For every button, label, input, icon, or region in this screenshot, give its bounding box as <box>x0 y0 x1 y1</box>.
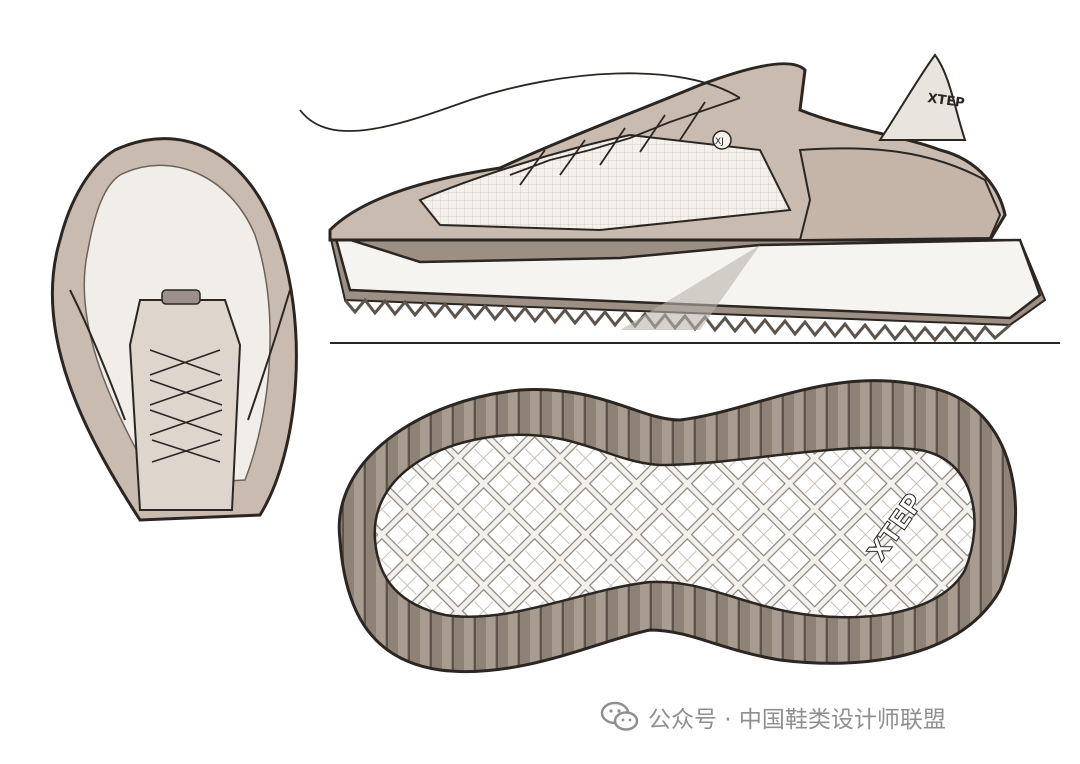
outsole-inner <box>373 433 976 619</box>
top-view-tongue <box>128 299 242 511</box>
shoe-top-view <box>50 137 298 522</box>
side-view-quarter-panel <box>798 147 1002 242</box>
side-view-midsole-wedge <box>620 245 760 330</box>
top-view-side-panel-left <box>69 289 126 421</box>
top-view-tongue-tab <box>161 289 201 305</box>
top-view-laces <box>149 349 223 463</box>
shoe-side-view: XTEP XJ <box>299 53 1060 344</box>
side-view-heel-tab <box>878 53 967 141</box>
shoe-outsole-view: XTEP <box>337 379 1017 674</box>
watermark-text: 公众号 · 中国鞋类设计师联盟 <box>648 707 946 733</box>
side-view-laces <box>299 72 741 186</box>
side-view-xtep-logo: XTEP <box>926 91 965 111</box>
side-view-emblem <box>712 130 732 150</box>
side-view-midsole <box>333 233 1042 320</box>
wechat-icon <box>600 701 639 731</box>
side-view-mesh-panel <box>418 133 792 232</box>
watermark: 公众号 · 中国鞋类设计师联盟 <box>600 700 946 734</box>
top-view-side-panel-right <box>247 289 291 421</box>
side-view-emblem-text: XJ <box>715 137 724 147</box>
